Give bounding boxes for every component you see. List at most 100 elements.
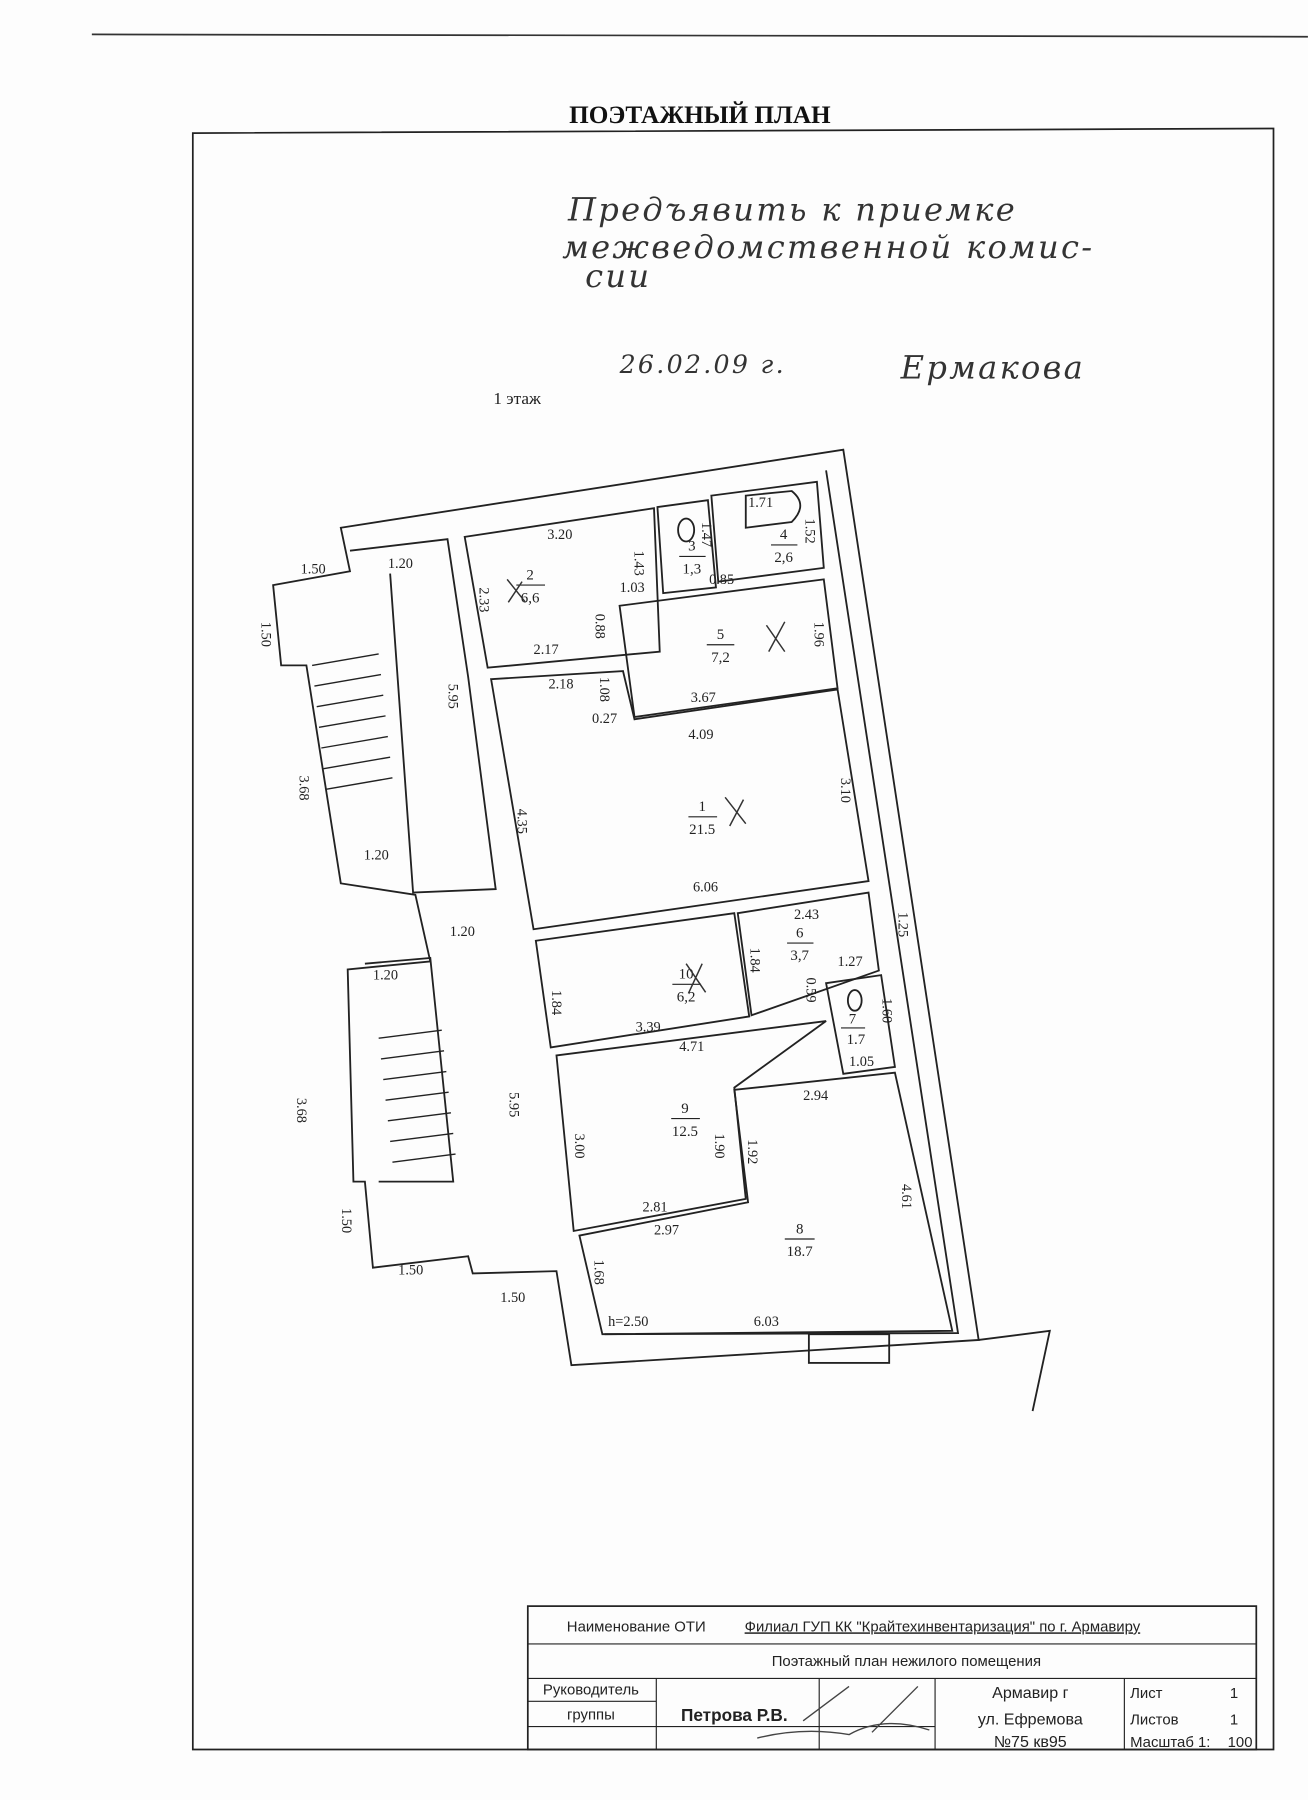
room-2 — [463, 507, 661, 669]
dimension-label: 0.85 — [709, 572, 734, 588]
dimension-label: 6.03 — [754, 1314, 779, 1330]
drawing-line — [314, 673, 382, 687]
dimension-label: 0.88 — [591, 614, 607, 639]
dimension-label: 1.03 — [620, 580, 645, 596]
note-date: 26.02.09 г. — [619, 350, 786, 379]
stair-corridor-upper — [349, 538, 497, 894]
drawing-line — [765, 621, 786, 653]
room-label-text: 5 — [717, 627, 724, 643]
room-8 — [578, 1071, 954, 1336]
dimension-label: 1.47 — [698, 522, 714, 547]
dimension-label: 1.20 — [373, 968, 398, 984]
dimension-label: 2.33 — [476, 587, 492, 612]
toilet-icon — [846, 989, 863, 1012]
sheet-value: 1 — [1230, 1686, 1238, 1702]
title-block-signature — [757, 1685, 930, 1739]
dimension-label: 2.81 — [643, 1199, 668, 1215]
floor-plan: 121.5 26,6 31,3 42,6 57,2 63,7 71.7 818.… — [258, 448, 1051, 1412]
dimension-label: 2.94 — [803, 1088, 828, 1104]
role-line-1: Руководитель — [543, 1682, 639, 1698]
dimension-label: 1.71 — [748, 495, 773, 511]
dimension-label: 1.20 — [364, 847, 389, 863]
room-label-text: 1 — [698, 799, 705, 815]
room-label-text: 18.7 — [787, 1244, 814, 1260]
room-label-text: 9 — [681, 1101, 688, 1117]
city: Армавир г — [992, 1684, 1068, 1702]
room-10 — [534, 912, 751, 1049]
sheet-label: Лист — [1130, 1686, 1163, 1702]
drawing-line — [323, 756, 391, 770]
dimension-label: 3.10 — [837, 778, 853, 803]
drawing-line — [380, 1050, 445, 1060]
dimension-label: 1.08 — [596, 677, 612, 702]
floor-label: 1 этаж — [493, 389, 541, 408]
drawing-line — [325, 777, 393, 790]
drawing-line — [392, 1153, 456, 1163]
drawing-line — [316, 694, 384, 708]
room-label-text: 7,2 — [711, 650, 730, 666]
dimension-label: 1.43 — [630, 551, 646, 576]
role-line-2: группы — [567, 1708, 615, 1724]
dimension-label: 3.39 — [636, 1019, 661, 1035]
dimension-label: 2.18 — [548, 676, 573, 692]
dimension-label: 1.84 — [746, 948, 762, 973]
dimension-label: 4.35 — [513, 809, 529, 834]
note-line-3: сии — [585, 257, 651, 295]
room-5 — [618, 578, 839, 719]
stair-steps-upper — [312, 653, 393, 790]
room-label-text: 7 — [849, 1011, 857, 1027]
dimension-label: 3.67 — [691, 690, 716, 706]
drawing-line — [387, 1112, 452, 1122]
dimension-label: 1.05 — [849, 1054, 874, 1070]
drawing-line — [724, 796, 747, 827]
dimension-label: 0.59 — [803, 977, 819, 1002]
dimension-label: 1.50 — [500, 1290, 525, 1306]
org-prefix: Наименование ОТИ — [567, 1619, 706, 1635]
outer-wall-stub — [978, 1329, 1051, 1412]
bathtub-icon — [744, 490, 802, 529]
drawing-line — [385, 1091, 449, 1101]
room-label-text: 21.5 — [689, 822, 715, 838]
dimension-label: 4.61 — [898, 1184, 914, 1209]
dimension-label: 1.52 — [801, 519, 817, 544]
drawing-line — [390, 1132, 454, 1143]
room-4 — [710, 480, 825, 583]
window-opening — [807, 1333, 891, 1364]
room-labels: 121.5 26,6 31,3 42,6 57,2 63,7 71.7 818.… — [516, 527, 866, 1260]
room-label-10: 106,2 — [672, 967, 702, 1006]
room-label-text: 10 — [679, 967, 694, 983]
room-label-text: 6,6 — [521, 590, 540, 606]
room-label-text: 1,3 — [683, 562, 702, 578]
room-label-5: 57,2 — [706, 627, 735, 666]
drawing-line — [506, 578, 527, 603]
room-7 — [825, 974, 896, 1075]
dimension-labels: 1.50 1.20 3.20 1.43 1.47 1.71 1.52 2.33 … — [258, 495, 914, 1330]
room-label-text: 1.7 — [847, 1032, 866, 1048]
drawing-line — [378, 1029, 442, 1039]
dimension-label: 1.50 — [258, 622, 274, 647]
dimension-label: 1.20 — [450, 924, 475, 940]
dimension-label: 1.20 — [388, 556, 413, 572]
dimension-label: 2.43 — [794, 907, 819, 923]
dimension-label: 5.95 — [445, 684, 461, 709]
dimension-label: 1.50 — [301, 562, 326, 578]
room-label-1: 121.5 — [688, 799, 718, 838]
dimension-label: 3.00 — [571, 1133, 587, 1158]
sheets-label: Листов — [1130, 1712, 1179, 1728]
dimension-label: 1.96 — [811, 622, 827, 647]
room-label-text: 2,6 — [774, 550, 793, 566]
dimension-label: 3.68 — [293, 1098, 309, 1123]
drawing-frame — [191, 127, 1275, 1751]
person-name: Петрова Р.В. — [681, 1705, 788, 1725]
room-label-text: 8 — [796, 1221, 803, 1237]
room-label-6: 63,7 — [787, 925, 814, 964]
dimension-label: 1.27 — [838, 954, 863, 970]
drawing-line — [321, 735, 388, 749]
room-label-7: 71.7 — [840, 1011, 866, 1048]
cross-marks — [506, 578, 786, 994]
note-signature: Ермакова — [900, 349, 1085, 387]
dimension-label: 1.50 — [338, 1208, 354, 1233]
stair-steps-lower — [378, 1029, 456, 1163]
scale-value: 100 — [1228, 1735, 1253, 1751]
